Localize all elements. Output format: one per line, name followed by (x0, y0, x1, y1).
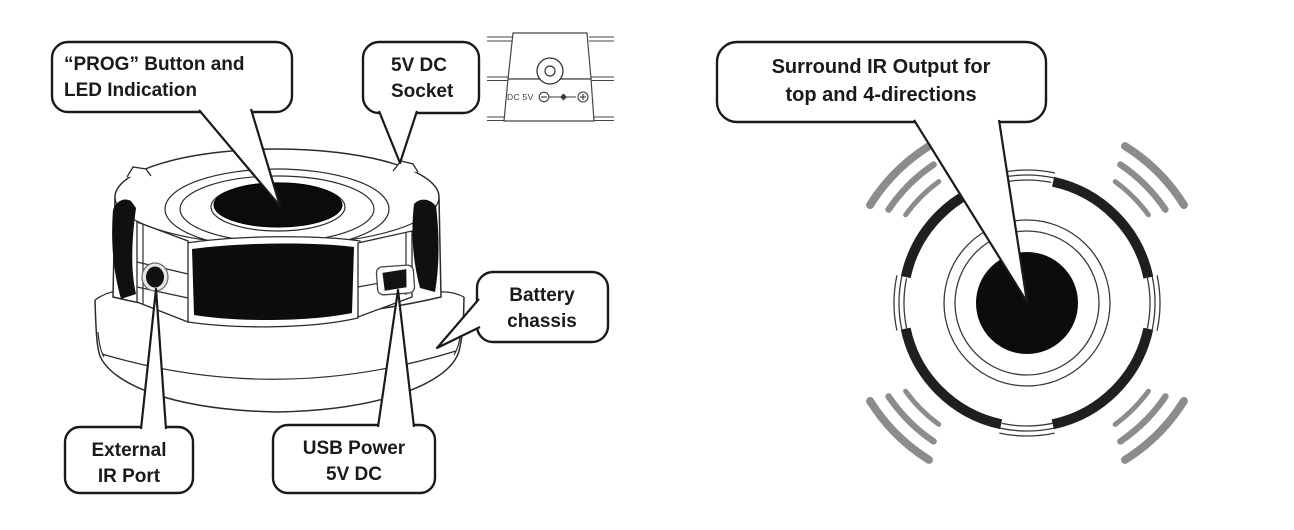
ir-wave-icon-se (1115, 391, 1184, 460)
dc-socket-circle (536, 57, 564, 85)
callout-ext-line2: IR Port (98, 466, 161, 487)
callout-surround-line2: top and 4-directions (785, 84, 976, 106)
ir-output-ring (898, 174, 1156, 432)
top-view (869, 142, 1188, 460)
callout-dc-line2: Socket (391, 81, 454, 102)
ir-window-right (412, 199, 439, 292)
rim-notch-right (392, 160, 419, 173)
polarity-icon (538, 91, 589, 103)
center-pin-polarity-icon (549, 93, 576, 101)
plus-polarity-icon (577, 91, 589, 103)
ir-window-left (112, 199, 136, 299)
callout-external-ir: External IR Port (63, 287, 195, 495)
battery-chassis-body (94, 290, 465, 413)
callout-dc-line1: 5V DC (391, 55, 447, 76)
left-device-view (94, 148, 465, 413)
ir-wave-icon-nw (870, 146, 939, 215)
callout-prog: “PROG” Button and LED Indication (50, 40, 294, 208)
callout-usb-power: USB Power 5V DC (271, 288, 437, 495)
callout-usb-line1: USB Power (303, 438, 406, 459)
callout-prog-line2: LED Indication (64, 80, 197, 101)
ir-wave-icon-ne (1112, 142, 1188, 218)
callout-battery: Battery chassis (435, 270, 610, 350)
external-ir-port (141, 262, 169, 292)
inset-label: DC 5V (507, 92, 534, 102)
callout-battery-line1: Battery (509, 285, 575, 306)
rim-notch-left (126, 166, 152, 178)
callout-battery-line2: chassis (507, 311, 577, 332)
minus-polarity-icon (538, 91, 550, 103)
ir-wave-icon-sw (870, 391, 939, 460)
ir-window-front (192, 243, 354, 321)
callout-surround: Surround IR Output for top and 4-directi… (715, 40, 1048, 304)
dc-socket-inset: DC 5V (487, 32, 614, 122)
callout-dc-socket: 5V DC Socket (361, 40, 481, 165)
usb-port (375, 264, 416, 296)
callout-prog-line1: “PROG” Button and (64, 54, 244, 75)
callout-usb-line2: 5V DC (326, 464, 382, 485)
callout-surround-line1: Surround IR Output for (772, 56, 991, 78)
callout-ext-line1: External (92, 440, 167, 461)
